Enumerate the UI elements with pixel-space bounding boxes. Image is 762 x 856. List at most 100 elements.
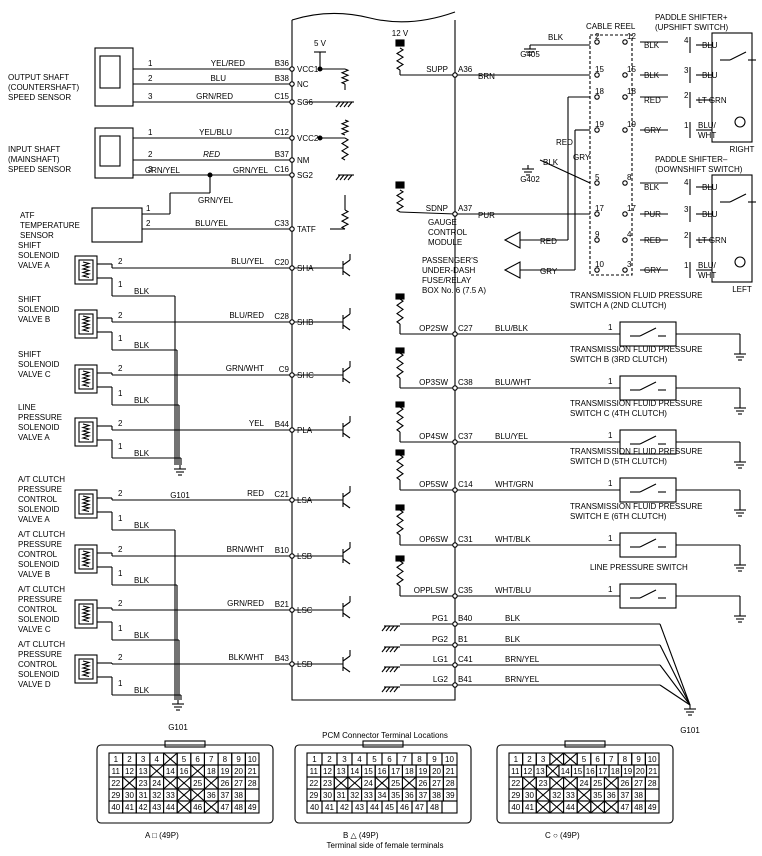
solenoid-label: VALVE C	[18, 625, 51, 634]
gauge-module-label: GAUGE	[428, 218, 457, 227]
connector-terminal-number: 7	[609, 755, 614, 764]
pcm-signal-label: SHB	[297, 318, 313, 327]
connector-terminal	[622, 267, 628, 273]
connector-terminal-number: 7	[402, 755, 407, 764]
connector-terminal-number: 48	[430, 803, 439, 812]
wire-color-label: BLK	[505, 635, 521, 644]
pcm-signal-label: SG6	[297, 98, 314, 107]
connector-terminal-number: 23	[539, 779, 548, 788]
wire-color-label: WHT	[698, 131, 716, 140]
cable-reel-title: CABLE REEL	[586, 22, 636, 31]
sensor-pin: 1	[148, 59, 153, 68]
connector-cavity-empty	[176, 776, 192, 790]
connector-cavity-empty	[546, 764, 560, 778]
pcm-terminal	[452, 593, 458, 599]
pcm-signal-label: SG2	[297, 171, 314, 180]
connector-terminal-number: 11	[112, 767, 121, 776]
pcm-signal-label: PG2	[432, 635, 449, 644]
pcm-signal-label: LSB	[297, 552, 312, 561]
connector-terminal-number: 1	[514, 755, 519, 764]
pressure-switch-contact	[639, 327, 657, 337]
driver-transistor	[342, 377, 351, 384]
pcm-terminal	[289, 661, 295, 667]
solenoid-pin: 1	[118, 624, 123, 633]
solenoid-label: VALVE D	[18, 680, 51, 689]
wire-color-label: BLK	[134, 521, 150, 530]
pcm-signal-label: LSD	[297, 660, 313, 669]
solenoid-label: PRESSURE	[18, 540, 62, 549]
pressure-switch	[619, 583, 677, 609]
reel-pin: 3	[627, 260, 632, 269]
paddle-shifter-label: PADDLE SHIFTER+	[655, 13, 728, 22]
connector-terminal	[622, 127, 628, 133]
solenoid-label: PRESSURE	[18, 413, 62, 422]
wire-color-label: BLU	[702, 210, 718, 219]
output-shaft-sensor-element	[99, 55, 121, 89]
pcm-pin-label: B43	[275, 654, 290, 663]
wire-color-label: RED	[247, 489, 264, 498]
switch-pin: 1	[608, 431, 613, 440]
pcm-connector	[96, 744, 274, 824]
wire-color-label: BLK	[134, 631, 150, 640]
pressure-switch-label: SWITCH B (3RD CLUTCH)	[570, 355, 668, 364]
solenoid-label: CONTROL	[18, 660, 58, 669]
wire-color-label: BLU/RED	[229, 311, 264, 320]
connector-terminal-number: 31	[139, 791, 148, 800]
pull-up-resistor	[395, 189, 405, 213]
pcm-pin-label: C9	[279, 365, 290, 374]
driver-transistor	[342, 558, 351, 565]
wire-color-label: BLK	[134, 576, 150, 585]
wire-color-label: BLK	[644, 71, 660, 80]
wire-color-label: GRN/YEL	[198, 196, 234, 205]
connector-footer: Terminal side of female terminals	[327, 841, 444, 850]
pressure-switch-contact	[639, 483, 657, 493]
wire-color-label: PUR	[478, 211, 495, 220]
paddle-switch-contact	[729, 51, 747, 61]
chassis-ground-icon	[393, 646, 399, 653]
solenoid-valve	[78, 368, 94, 390]
connector-terminal-number: 49	[248, 803, 257, 812]
solenoid-pin: 2	[118, 419, 123, 428]
wire-color-label: BLK	[134, 396, 150, 405]
pcm-terminal	[452, 621, 458, 627]
sensor-pin: 1	[148, 128, 153, 137]
connector-terminal-number: 19	[220, 767, 229, 776]
pcm-terminal	[289, 319, 295, 325]
connector-terminal-number: 42	[340, 803, 349, 812]
output-shaft-sensor-label: SPEED SENSOR	[8, 93, 71, 102]
driver-transistor	[342, 259, 351, 266]
pressure-switch-label: SWITCH D (5TH CLUTCH)	[570, 457, 667, 466]
wire-color-label: RED	[556, 138, 573, 147]
chassis-ground-icon	[381, 686, 387, 693]
fuse-box-label: PASSENGER'S	[422, 256, 478, 265]
connector-terminal-number: 29	[309, 791, 318, 800]
driver-transistor	[342, 491, 351, 498]
wire-color-label: GRY	[573, 153, 591, 162]
connector-terminal	[622, 180, 628, 186]
pressure-switch-label: TRANSMISSION FLUID PRESSURE	[570, 291, 702, 300]
paddle-lamp-icon	[734, 256, 746, 268]
connector-terminal-number: 13	[139, 767, 148, 776]
pcm-signal-label: OP4SW	[419, 432, 448, 441]
pressure-switch-contact	[639, 435, 657, 445]
solenoid-label: A/T CLUTCH	[18, 530, 65, 539]
solenoid-label: PRESSURE	[18, 595, 62, 604]
connector-cavity-empty	[149, 764, 164, 778]
paddle-pin: 3	[684, 205, 689, 214]
reel-pin: 9	[595, 230, 600, 239]
pcm-terminal	[289, 372, 295, 378]
connector-terminal-number: 1	[312, 755, 317, 764]
connector-terminal	[594, 211, 600, 217]
solenoid-label: VALVE A	[18, 515, 50, 524]
pcm-pin-label: C14	[458, 480, 473, 489]
solenoid-label: A/T CLUTCH	[18, 475, 65, 484]
connector-terminal-number: 47	[415, 803, 424, 812]
connector-terminal	[594, 237, 600, 243]
connector-cavity-empty	[176, 788, 192, 802]
pressure-switch-label: TRANSMISSION FLUID PRESSURE	[570, 447, 702, 456]
wire-color-label: GRN/YEL	[145, 166, 181, 175]
chassis-ground-icon	[335, 174, 341, 181]
pcm-terminal	[289, 265, 295, 271]
connector-terminal-number: 26	[418, 779, 427, 788]
pcm-pin-label: B40	[458, 614, 473, 623]
